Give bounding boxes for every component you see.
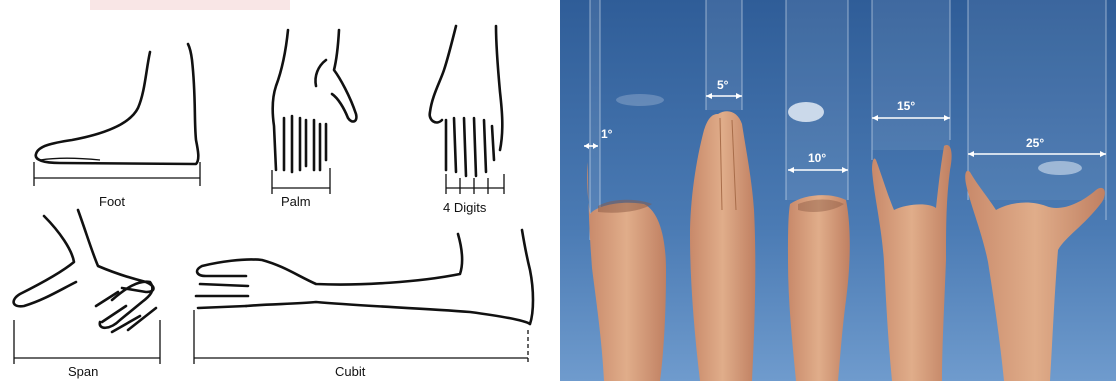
unit-label-cubit: Cubit <box>335 364 366 379</box>
four-digits-drawing <box>430 26 504 194</box>
angle-label-25: 25° <box>1026 136 1044 150</box>
span-drawing <box>14 210 160 364</box>
angle-label-5: 5° <box>717 78 729 92</box>
foot-drawing <box>34 44 200 186</box>
unit-label-4-digits: 4 Digits <box>443 200 487 215</box>
palm-drawing <box>272 30 356 194</box>
hand-angle-photo: 1° 5° 10° 15° 25° <box>560 0 1116 381</box>
unit-label-foot: Foot <box>99 194 125 209</box>
cubit-drawing <box>194 230 533 364</box>
angle-label-1: 1° <box>601 127 613 141</box>
angle-label-15: 15° <box>897 99 915 113</box>
unit-label-span: Span <box>68 364 98 379</box>
unit-label-palm: Palm <box>281 194 311 209</box>
body-units-panel: Foot Palm 4 Digits <box>14 0 533 379</box>
angle-label-10: 10° <box>808 151 826 165</box>
hand-three-fingers <box>690 111 755 381</box>
